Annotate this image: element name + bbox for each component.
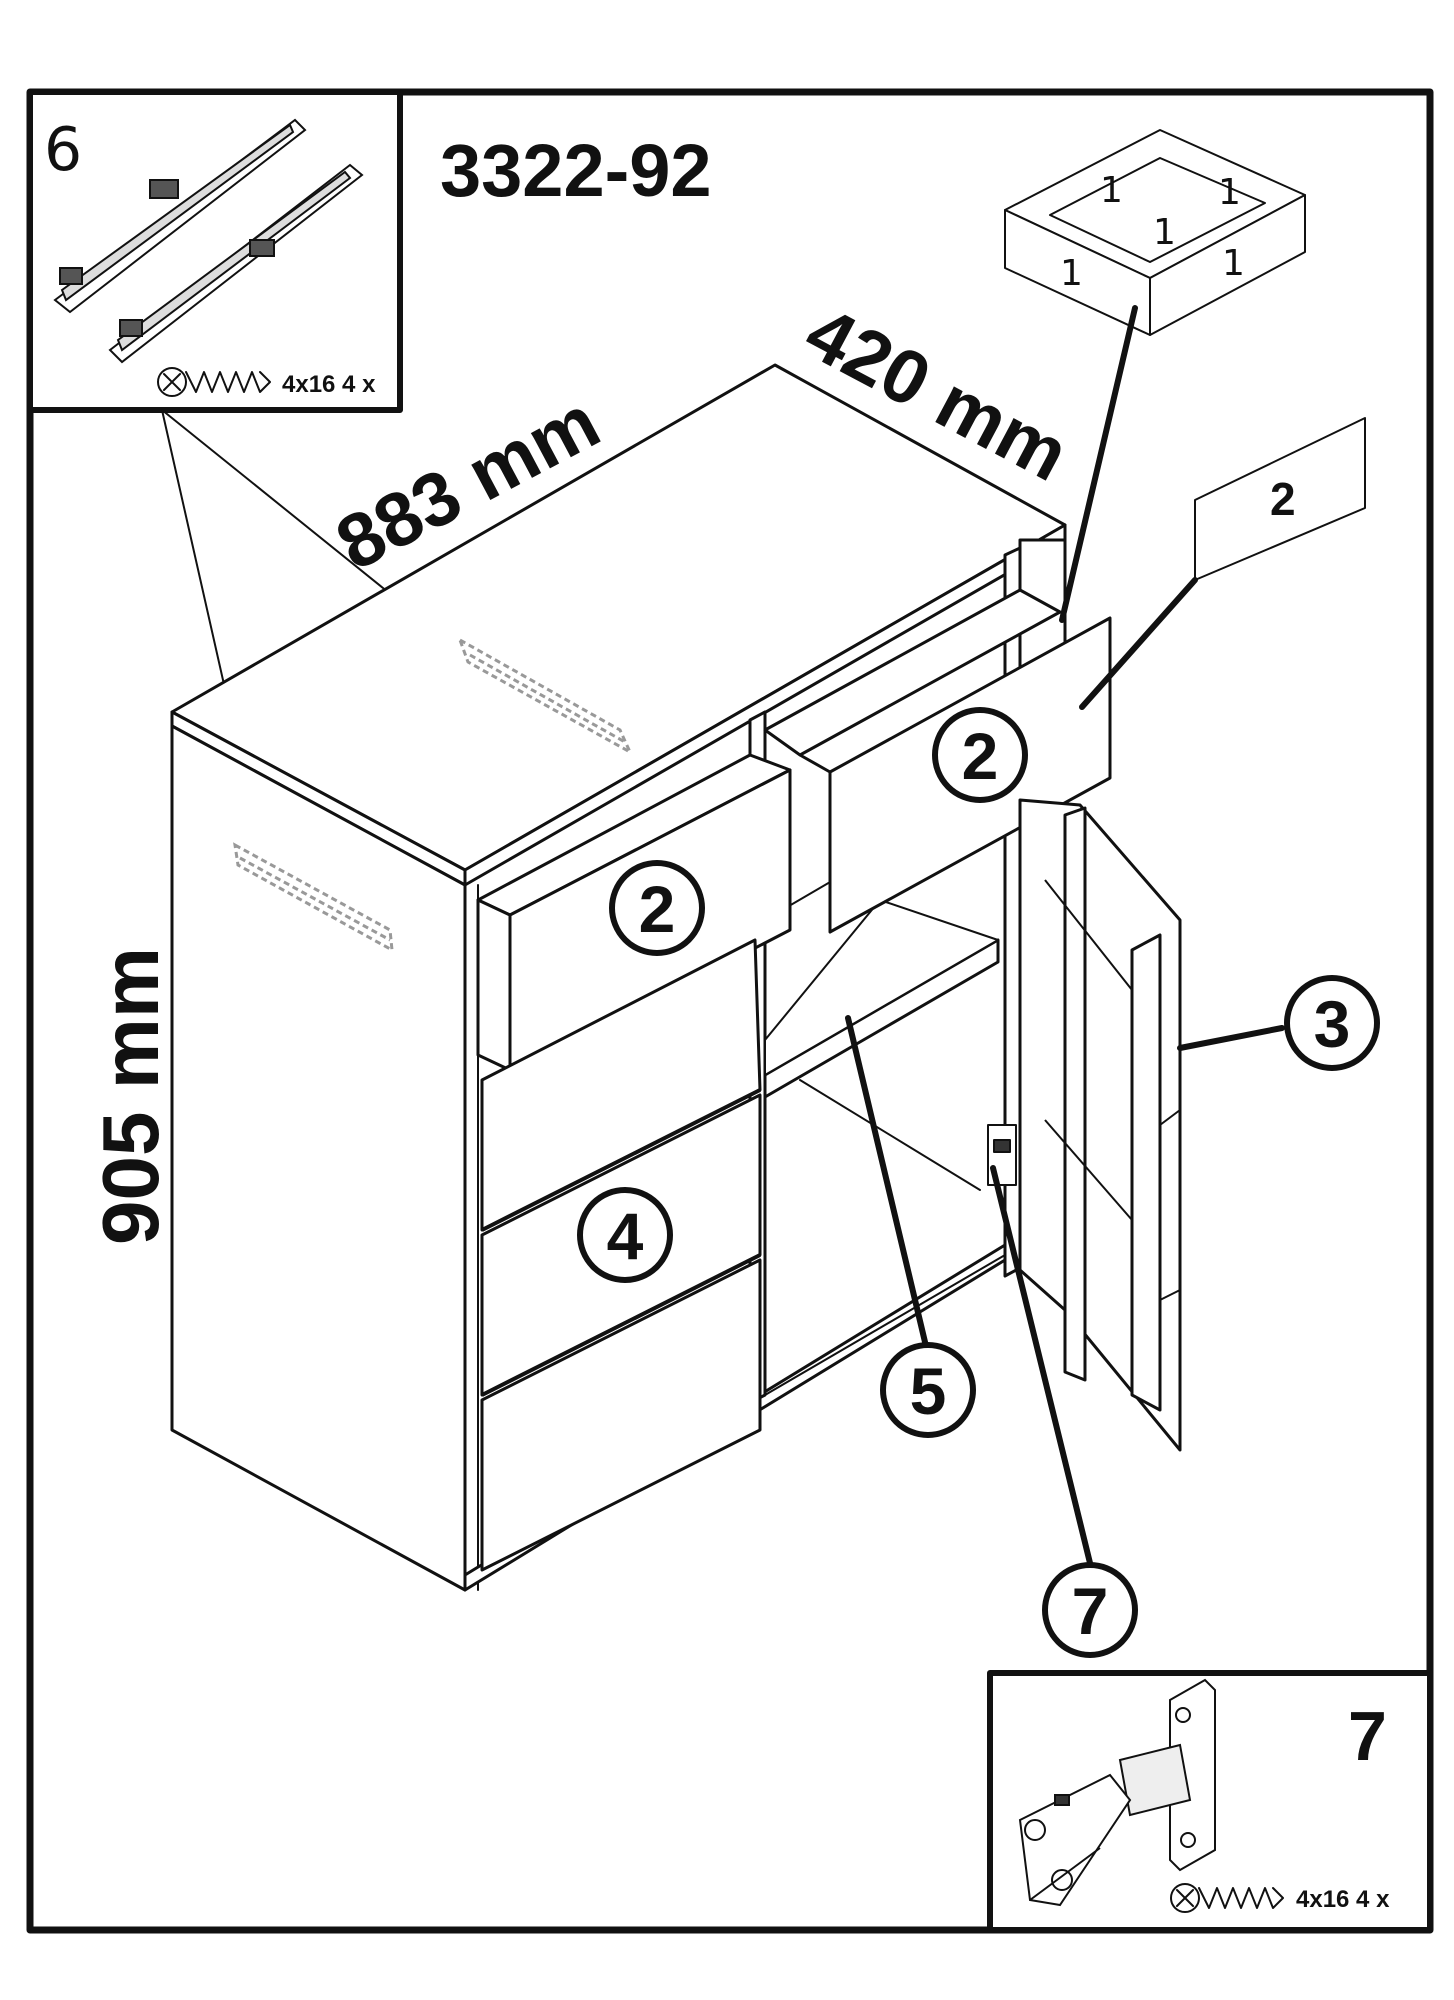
ghost-slide-side (233, 842, 394, 953)
pointer-front-panel (1079, 577, 1198, 710)
hinge-illustration (1018, 1678, 1216, 1907)
svg-text:2: 2 (639, 872, 676, 946)
inset-hinge-number: 7 (1348, 1697, 1387, 1775)
inset-slide-screw-spec: 4x16 4 x (282, 371, 376, 398)
svg-text:5: 5 (910, 1354, 947, 1428)
pointer-hinge (990, 1165, 1093, 1566)
drawer-slide-illustration (53, 118, 364, 364)
pointer-door (1177, 1025, 1285, 1051)
callout-drawer-front-left: 2 (609, 860, 705, 956)
callout-hinge: 7 (1042, 1562, 1138, 1658)
drawer-box (1004, 129, 1306, 336)
drawer-box-label: 1 (1153, 212, 1176, 253)
inset-hinge-screw-spec: 4x16 4 x (1296, 1886, 1390, 1913)
callout-door: 3 (1284, 975, 1380, 1071)
outer-frame (26, 88, 1434, 1934)
callout-front-panels: 4 (577, 1187, 673, 1283)
drawer-box-label: 1 (1060, 253, 1083, 294)
inset-slide-number: 6 (44, 115, 82, 185)
hinge-screw-icon (1170, 1883, 1284, 1913)
front-panel-part (1194, 417, 1366, 581)
front-panel-label: 2 (1270, 473, 1296, 525)
svg-text:3: 3 (1314, 987, 1351, 1061)
door (1018, 798, 1182, 1452)
svg-text:2: 2 (962, 719, 999, 793)
screw-icon (157, 367, 271, 397)
drawer-box-labels: 1 1 1 1 1 (1060, 170, 1245, 294)
pointer-drawer-box (1059, 305, 1138, 623)
dimension-height: 905 mm (86, 947, 175, 1245)
drawer-box-label: 1 (1100, 170, 1123, 211)
drawer-box-label: 1 (1218, 172, 1241, 213)
model-number: 3322-92 (440, 129, 712, 212)
callout-shelf: 5 (880, 1342, 976, 1438)
pointer-shelf (845, 1015, 928, 1345)
drawer-box-label: 1 (1222, 243, 1245, 284)
svg-text:4: 4 (607, 1199, 644, 1273)
inset-slide-box (27, 89, 403, 413)
ghost-slide-top (457, 636, 634, 756)
callout-drawer-front-right: 2 (932, 707, 1028, 803)
svg-text:7: 7 (1072, 1574, 1109, 1648)
